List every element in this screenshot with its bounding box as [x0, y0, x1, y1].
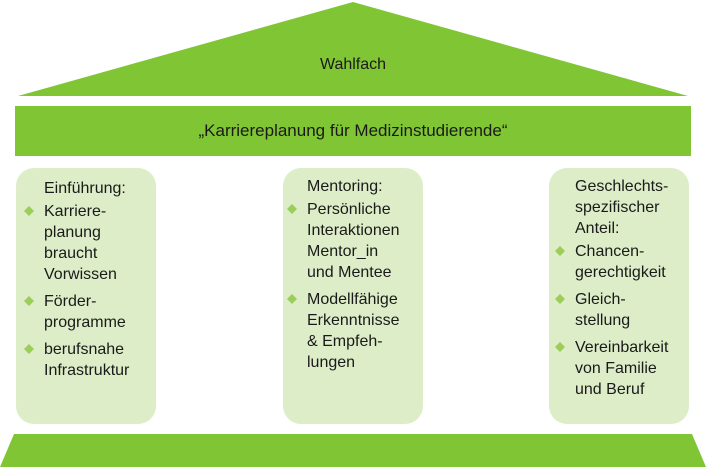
list-item-text: Vereinbarkeit von Familie und Beruf	[575, 339, 669, 398]
base-platform	[0, 434, 706, 467]
pillar-heading: Einführung:	[44, 180, 126, 197]
list-item-text: Karriere- planung braucht Vorwissen	[44, 203, 117, 283]
list-item: Vereinbarkeit von Familie und Beruf	[555, 337, 683, 400]
beam-banner: „Karriereplanung für Medizinstudierende“	[15, 106, 691, 156]
list-item-text: Chancen- gerechtigkeit	[575, 243, 666, 281]
list-item-text: Förder- programme	[44, 293, 126, 331]
pillar-mentoring: Mentoring: Persönliche Interaktionen Men…	[283, 168, 423, 424]
diamond-bullet-icon	[555, 342, 565, 352]
beam-text: „Karriereplanung für Medizinstudierende“	[198, 121, 508, 140]
list-item-text: berufsnahe Infrastruktur	[44, 341, 130, 379]
diamond-bullet-icon	[555, 294, 565, 304]
list-item: berufsnahe Infrastruktur	[24, 339, 150, 381]
list-item-text: Gleich- stellung	[575, 291, 631, 329]
list-item: Karriere- planung braucht Vorwissen	[24, 201, 150, 285]
diamond-bullet-icon	[24, 344, 34, 354]
pillar-list: Chancen- gerechtigkeit Gleich- stellung …	[555, 241, 683, 400]
list-item: Modellfähige Erkenntnisse & Empfeh- lung…	[287, 289, 419, 373]
list-item: Chancen- gerechtigkeit	[555, 241, 683, 283]
pillar-heading: Mentoring:	[307, 178, 383, 195]
diamond-bullet-icon	[24, 206, 34, 216]
diamond-bullet-icon	[287, 204, 297, 214]
pillar-heading: Geschlechts- spezifischer Anteil:	[575, 178, 669, 237]
list-item-text: Modellfähige Erkenntnisse & Empfeh- lung…	[307, 291, 400, 371]
pillar-einfuehrung: Einführung: Karriere- planung braucht Vo…	[16, 168, 156, 424]
roof-triangle	[18, 2, 688, 96]
diamond-bullet-icon	[555, 246, 565, 256]
pillar-list: Persönliche Interaktionen Mentor_in und …	[287, 199, 419, 373]
list-item: Gleich- stellung	[555, 289, 683, 331]
diamond-bullet-icon	[24, 296, 34, 306]
pillar-geschlechtsspezifisch: Geschlechts- spezifischer Anteil: Chance…	[549, 168, 689, 424]
diamond-bullet-icon	[287, 294, 297, 304]
list-item-text: Persönliche Interaktionen Mentor_in und …	[307, 201, 400, 281]
pillar-list: Karriere- planung braucht Vorwissen Förd…	[24, 201, 150, 381]
list-item: Förder- programme	[24, 291, 150, 333]
list-item: Persönliche Interaktionen Mentor_in und …	[287, 199, 419, 283]
roof-title: Wahlfach	[319, 56, 387, 73]
